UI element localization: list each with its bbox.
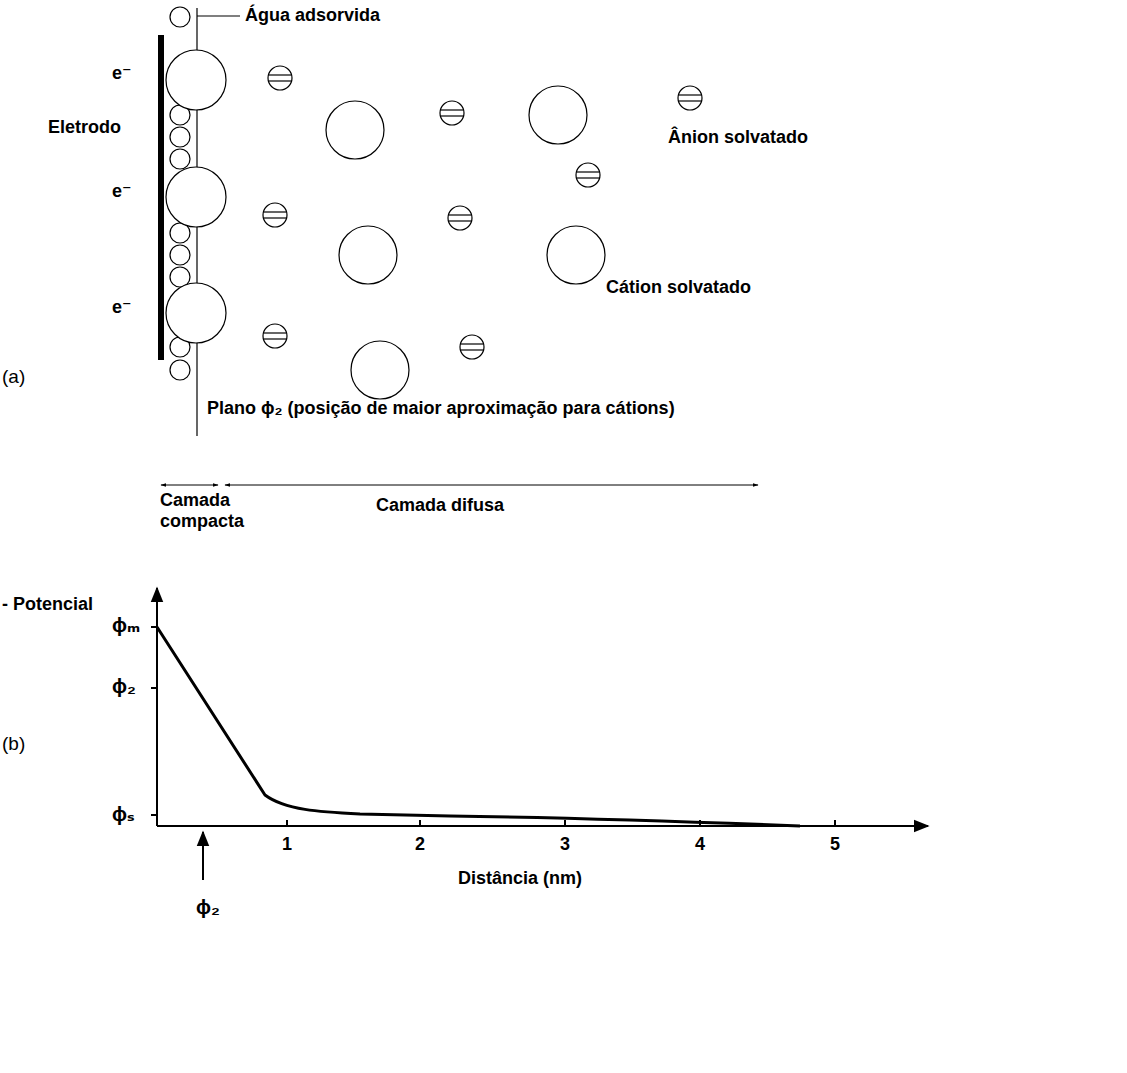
anion-mark [577,171,599,172]
axis-value: ϕₛ [112,803,135,826]
potential-curve [157,627,800,826]
x-tick [564,820,566,826]
anion-shell [448,206,472,230]
axis-value: ϕ₂ [112,675,136,698]
adsorbed-water [170,149,190,169]
axis-title: Distância (nm) [458,868,582,889]
y-tick [151,687,157,689]
anion-shell [268,66,292,90]
panel-label: (b) [2,733,25,755]
solvated-cation [326,101,384,159]
y-axis [156,588,158,826]
particle-group [166,7,702,399]
electrode-label: Eletrodo [48,117,121,138]
adsorbed-water [170,127,190,147]
x-axis [157,825,928,827]
solvated-anion [576,163,600,187]
callout-label: Água adsorvida [245,5,380,26]
adsorbed-water [170,360,190,380]
plane-marker-arrow [202,832,204,880]
x-tick [834,820,836,826]
anion-mark [461,343,483,344]
anion-mark [441,115,463,116]
anion-mark [264,338,286,339]
electron-label: e⁻ [112,63,132,84]
anion-shell [263,324,287,348]
anion-mark [679,94,701,95]
tick-label: 1 [282,834,292,855]
tick-label: 3 [560,834,570,855]
diffuse-layer-bar [225,485,758,486]
tick-label: 2 [415,834,425,855]
solvated-cation [339,226,397,284]
adsorbed-water [170,245,190,265]
plane-label: Plano ϕ₂ (posição de maior aproximação p… [207,398,675,419]
plane-marker-label: ϕ₂ [196,896,220,919]
solvated-anion [448,206,472,230]
solvated-anion [678,86,702,110]
solvated-cation [529,86,587,144]
anion-mark [269,80,291,81]
adsorbed-cation [166,283,226,343]
layer-label: Camada difusa [376,495,504,516]
anion-mark [269,74,291,75]
electrode-plate [158,35,164,360]
adsorbed-cation [166,50,226,110]
anion-mark [264,217,286,218]
solvated-anion [263,203,287,227]
anion-mark [264,211,286,212]
solvated-cation [547,226,605,284]
compact-layer-bar [161,485,218,486]
cation-label: Cátion solvatado [606,277,751,298]
x-tick [286,820,288,826]
anion-mark [461,349,483,350]
panel-label: (a) [2,366,25,388]
adsorbed-cation [166,167,226,227]
electron-label: e⁻ [112,297,132,318]
anion-shell [460,335,484,359]
layer-label: Camada compacta [160,490,252,531]
tick-label: 4 [695,834,705,855]
anion-mark [679,100,701,101]
solvated-anion [263,324,287,348]
anion-mark [449,220,471,221]
electron-label: e⁻ [112,181,132,202]
anion-label: Ânion solvatado [668,127,808,148]
anion-mark [441,109,463,110]
anion-shell [263,203,287,227]
anion-mark [577,177,599,178]
solvated-anion [440,101,464,125]
anion-shell [678,86,702,110]
tick-label: 5 [830,834,840,855]
axis-value: ϕₘ [112,614,140,637]
solvated-anion [268,66,292,90]
anion-mark [264,332,286,333]
y-tick [151,814,157,816]
solvated-cation [351,341,409,399]
adsorbed-water [170,7,190,27]
anion-shell [440,101,464,125]
axis-title: - Potencial [2,594,93,615]
anion-mark [449,214,471,215]
anion-shell [576,163,600,187]
leader-line [197,15,240,16]
x-tick [419,820,421,826]
solvated-anion [460,335,484,359]
